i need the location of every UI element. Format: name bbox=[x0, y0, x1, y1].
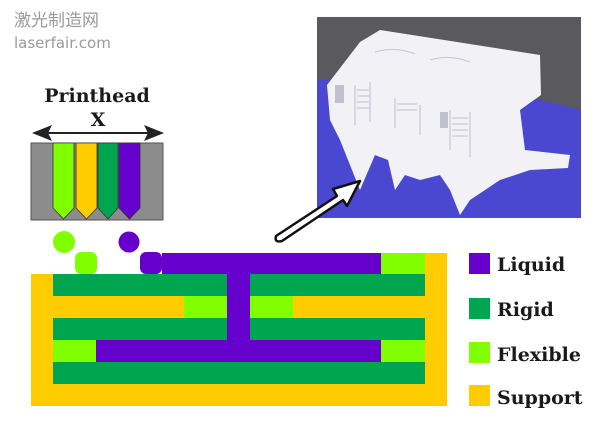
legend-swatch-liquid bbox=[469, 253, 490, 274]
printhead-axis-label: X bbox=[91, 109, 106, 131]
watermark-url: laserfair.com bbox=[14, 34, 111, 52]
layered-structure bbox=[31, 253, 447, 406]
legend-swatch-support bbox=[469, 385, 490, 406]
legend-label-rigid: Rigid bbox=[497, 299, 554, 321]
pointer-arrow bbox=[274, 179, 362, 243]
legend-label-support: Support bbox=[497, 387, 583, 409]
printhead-title: Printhead bbox=[44, 85, 150, 107]
legend-label-liquid: Liquid bbox=[497, 254, 565, 276]
nozzle-flexible bbox=[52, 142, 75, 220]
nozzle-support bbox=[75, 142, 98, 220]
robot-photo bbox=[317, 17, 581, 218]
droplet-flexible-landed bbox=[75, 252, 97, 274]
x-axis-double-arrow bbox=[32, 125, 164, 141]
legend-label-flexible: Flexible bbox=[497, 344, 581, 366]
watermark-cn: 激光制造网 bbox=[14, 11, 99, 31]
legend: Liquid Rigid Flexible Support bbox=[469, 253, 583, 409]
nozzle-rigid bbox=[97, 142, 119, 220]
droplet-liquid-landed bbox=[140, 252, 162, 274]
nozzle-liquid bbox=[118, 142, 141, 220]
legend-swatch-flexible bbox=[469, 342, 490, 363]
droplet-flexible bbox=[53, 231, 75, 253]
legend-swatch-rigid bbox=[469, 298, 490, 319]
droplet-liquid bbox=[118, 231, 140, 253]
